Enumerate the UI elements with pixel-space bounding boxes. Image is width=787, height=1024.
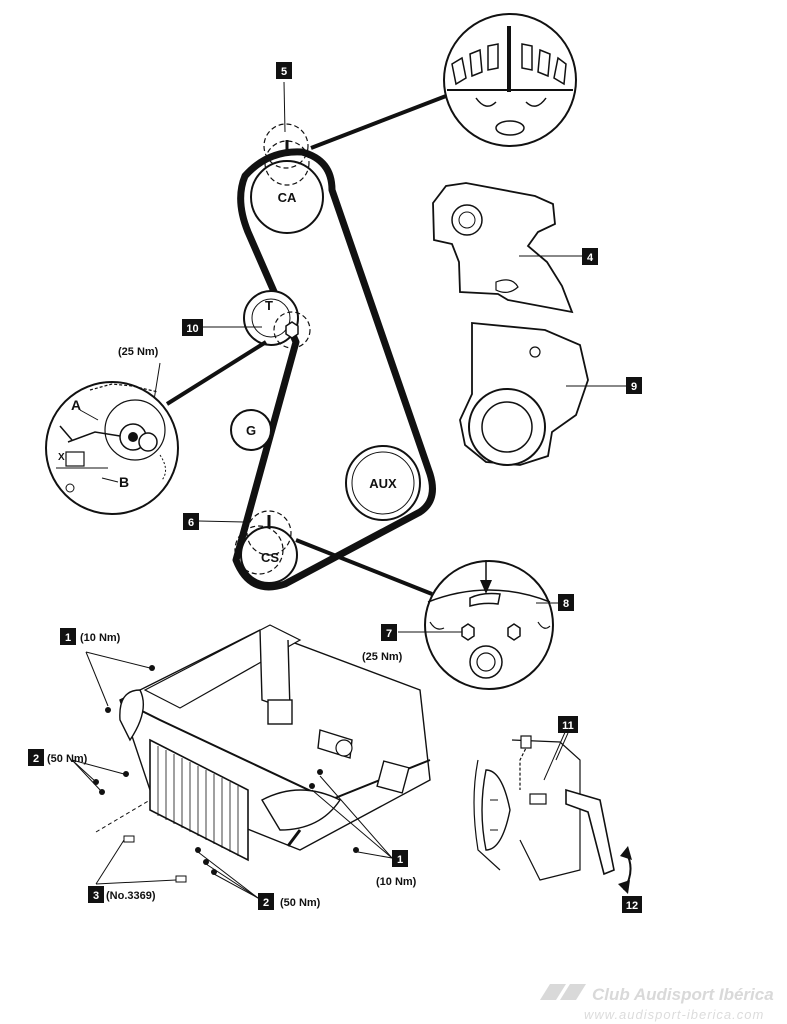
- torque-tensioner: (25 Nm): [118, 346, 159, 358]
- timing-belt: [232, 148, 436, 591]
- torque-crank-bolts: (25 Nm): [362, 651, 403, 663]
- callout-5: 5: [276, 62, 292, 79]
- crankshaft-pulley: CS: [234, 510, 298, 584]
- detail-letter-b: B: [119, 474, 129, 490]
- callout-6: 6: [183, 513, 199, 530]
- svg-text:6: 6: [188, 517, 194, 529]
- mark-circle-5: [263, 123, 309, 169]
- svg-text:2: 2: [263, 897, 269, 909]
- callout-1-bottom: 1: [392, 850, 408, 867]
- svg-text:5: 5: [281, 66, 287, 78]
- svg-text:1: 1: [65, 632, 71, 644]
- callout-7: 7: [381, 624, 397, 641]
- callout-4: 4: [582, 248, 598, 265]
- svg-text:7: 7: [386, 628, 392, 640]
- front-panel-assembly: [71, 624, 431, 899]
- svg-text:1: 1: [397, 854, 403, 866]
- guide-pulley: G: [230, 409, 272, 451]
- auxiliary-pulley-label: AUX: [369, 476, 397, 491]
- tensioner-detail: A B X: [45, 340, 268, 515]
- leader-6: [198, 520, 245, 523]
- watermark-url: www.audisport-iberica.com: [584, 1007, 764, 1022]
- torque-bolts-1-bottom: (10 Nm): [376, 876, 417, 888]
- callout-10: 10: [182, 319, 203, 336]
- svg-text:12: 12: [626, 900, 638, 912]
- camshaft-pulley: CA: [250, 140, 324, 234]
- camshaft-pulley-label: CA: [278, 190, 297, 205]
- radiator-core: [149, 738, 249, 862]
- svg-text:2: 2: [33, 753, 39, 765]
- lower-cover-part: [459, 322, 627, 466]
- tensioner-pulley: T: [243, 290, 311, 349]
- svg-text:9: 9: [631, 381, 637, 393]
- detail-letter-x: X: [58, 452, 65, 463]
- svg-text:4: 4: [587, 252, 594, 264]
- svg-text:11: 11: [562, 720, 574, 732]
- callout-1-top: 1: [60, 628, 76, 645]
- leader-11: [555, 732, 569, 761]
- auxiliary-pulley: AUX: [345, 445, 421, 521]
- callout-9: 9: [626, 377, 642, 394]
- callout-8: 8: [558, 594, 574, 611]
- torque-bolts-1-top: (10 Nm): [80, 632, 121, 644]
- guide-pulley-label: G: [246, 423, 256, 438]
- upper-cover-part: [432, 182, 582, 314]
- watermark: Club Audisport Ibérica www.audisport-ibe…: [540, 984, 774, 1022]
- camshaft-mark-detail: [310, 13, 577, 150]
- callout-12: 12: [622, 896, 642, 913]
- callout-2-bottom: 2: [258, 893, 274, 910]
- torque-bolts-2-left: (50 Nm): [47, 753, 88, 765]
- leader-5: [283, 81, 286, 133]
- flywheel-locking-detail: [473, 729, 632, 894]
- svg-text:3: 3: [93, 890, 99, 902]
- callout-3: 3: [88, 886, 104, 903]
- callout-2-left: 2: [28, 749, 44, 766]
- svg-text:8: 8: [563, 598, 569, 610]
- crankshaft-detail: [295, 538, 558, 690]
- torque-bolts-2-bottom: (50 Nm): [280, 897, 321, 909]
- watermark-brand: Club Audisport Ibérica: [592, 985, 774, 1004]
- detail-letter-a: A: [71, 397, 81, 413]
- watermark-logo-icon: [540, 984, 586, 1000]
- tensioner-pulley-label: T: [265, 298, 273, 313]
- crankshaft-pulley-label: CS: [261, 550, 279, 565]
- svg-text:10: 10: [186, 323, 198, 335]
- callout-11: 11: [558, 716, 578, 733]
- tool-number-3: (No.3369): [106, 890, 156, 902]
